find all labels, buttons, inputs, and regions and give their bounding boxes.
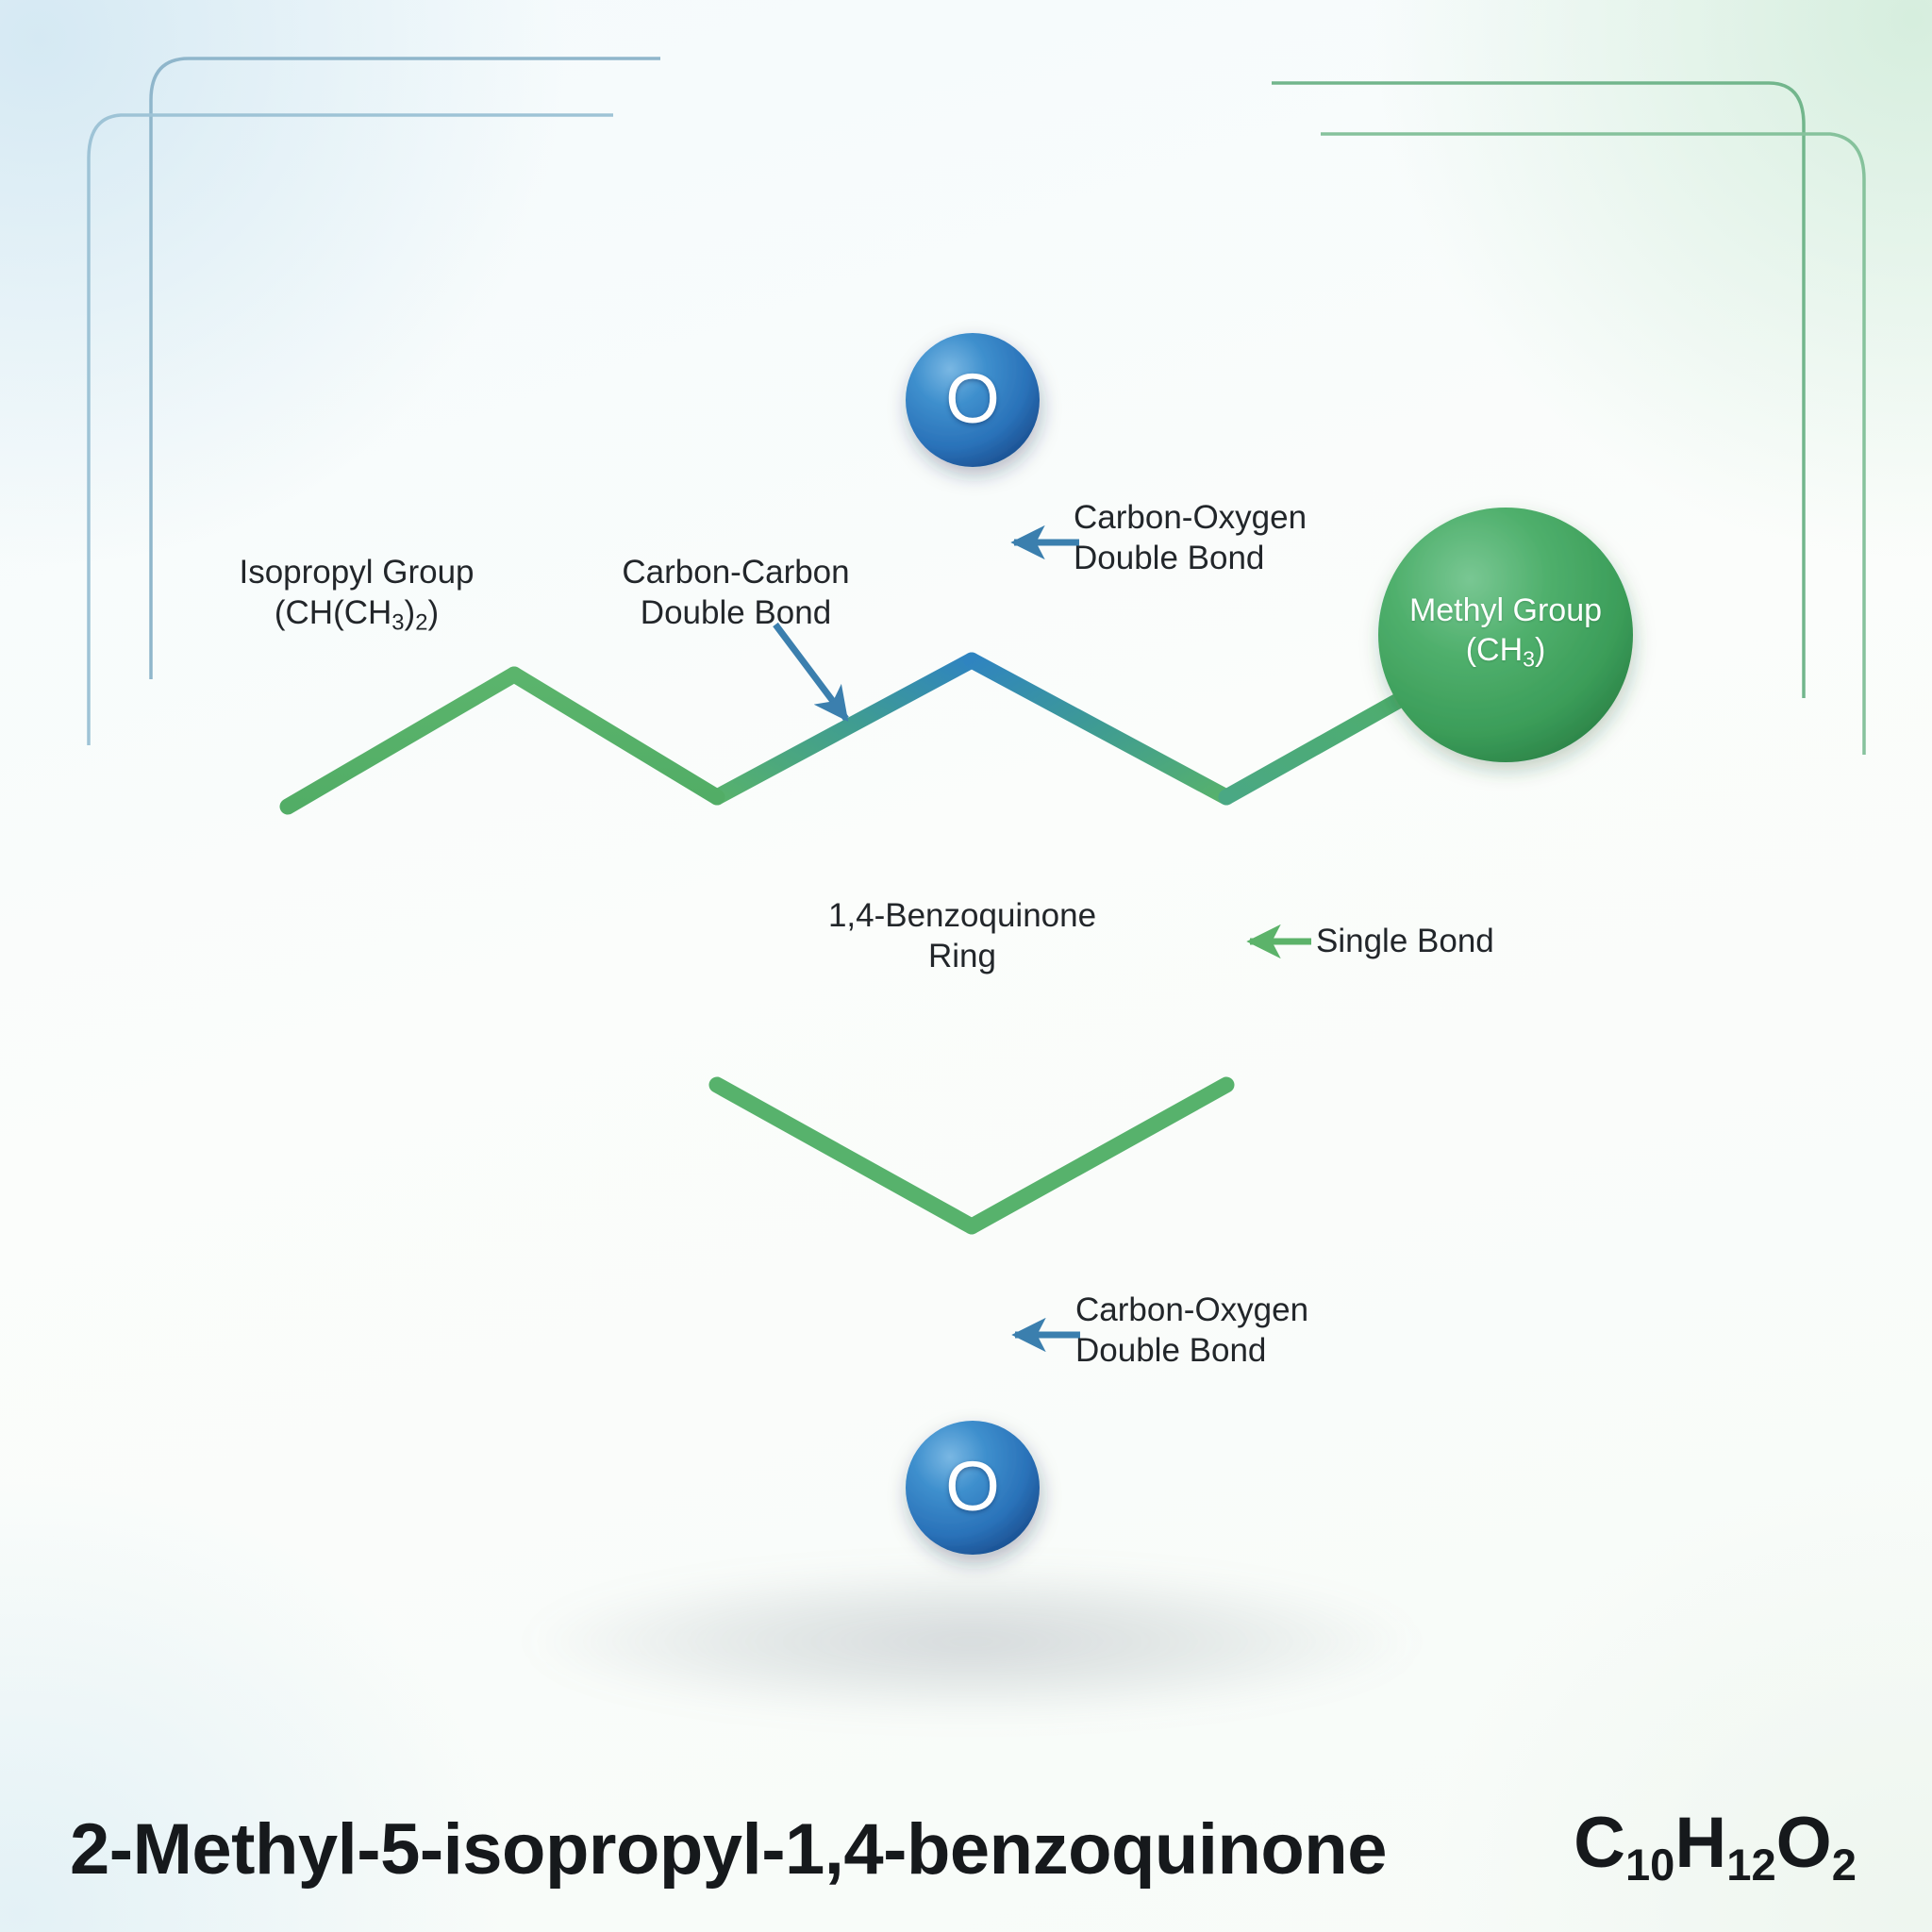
carbon-oxygen-double-bond-bottom-label: Carbon-Oxygen Double Bond [1075,1291,1377,1371]
methyl-group-sphere [1378,508,1633,762]
carbon-carbon-arrow [773,622,849,722]
formula-o-count: 2 [1831,1840,1857,1890]
benzoquinone-ring-label: 1,4-Benzoquinone Ring [783,896,1141,976]
oxygen-atom-top [906,333,1040,467]
isopropyl-label-line1: Isopropyl Group [239,554,475,591]
ring-bond-bottom-right [963,1076,1235,1235]
carbon-oxygen-top-label-line2: Double Bond [1074,539,1265,576]
methyl-group-label-line1: Methyl Group [1408,592,1603,628]
frame-top-left-outer [149,57,660,679]
carbon-carbon-double-bond-label: Carbon-Carbon Double Bond [566,553,906,633]
ring-bond-bottom-left [708,1076,980,1235]
frame-top-right-outer [1272,81,1806,698]
frame-top-left-inner [87,113,613,745]
carbon-carbon-label-line2: Double Bond [640,593,832,631]
ring-label-line1: 1,4-Benzoquinone [827,897,1097,934]
carbon-oxygen-bottom-label-line2: Double Bond [1075,1331,1267,1369]
isopropyl-methyl-bond-down-left [279,666,523,815]
ring-bond-top-right [963,652,1235,806]
compound-name: 2-Methyl-5-isopropyl-1,4-benzoquinone [70,1809,1388,1890]
single-bond-label: Single Bond [1316,922,1580,962]
isopropyl-label-line2: (CH(CH3)2) [274,593,440,636]
formula-h: H [1674,1802,1727,1883]
ring-label-line2: Ring [928,937,996,974]
carbon-carbon-label-line1: Carbon-Carbon [622,554,850,591]
methyl-group-bond [1218,680,1428,806]
molecule-ground-shadow [528,1566,1415,1717]
methyl-group-sphere-label: Methyl Group (CH3) [1364,591,1647,673]
oxygen-top-symbol: O [945,359,1000,438]
carbon-oxygen-double-bond-top-label: Carbon-Oxygen Double Bond [1074,498,1375,578]
carbon-oxygen-bottom-label-line1: Carbon-Oxygen [1075,1291,1309,1328]
formula-h-count: 12 [1726,1840,1776,1890]
single-bond-label-line1: Single Bond [1316,923,1494,959]
ring-bond-top-left [708,652,980,806]
molecular-formula: C10H12O2 [1574,1802,1857,1890]
frame-top-right-inner [1321,132,1866,755]
isopropyl-group-label: Isopropyl Group (CH(CH3)2) [158,553,555,636]
oxygen-bottom-symbol: O [945,1447,1000,1525]
formula-c-count: 10 [1624,1840,1675,1890]
methyl-group-label-line2: (CH3) [1465,632,1546,672]
isopropyl-bond-to-ring [506,666,725,806]
formula-c: C [1574,1802,1625,1883]
formula-o: O [1775,1802,1832,1883]
footer: 2-Methyl-5-isopropyl-1,4-benzoquinone C1… [0,1787,1932,1890]
oxygen-atom-bottom [906,1421,1040,1555]
carbon-oxygen-top-label-line1: Carbon-Oxygen [1074,499,1307,536]
